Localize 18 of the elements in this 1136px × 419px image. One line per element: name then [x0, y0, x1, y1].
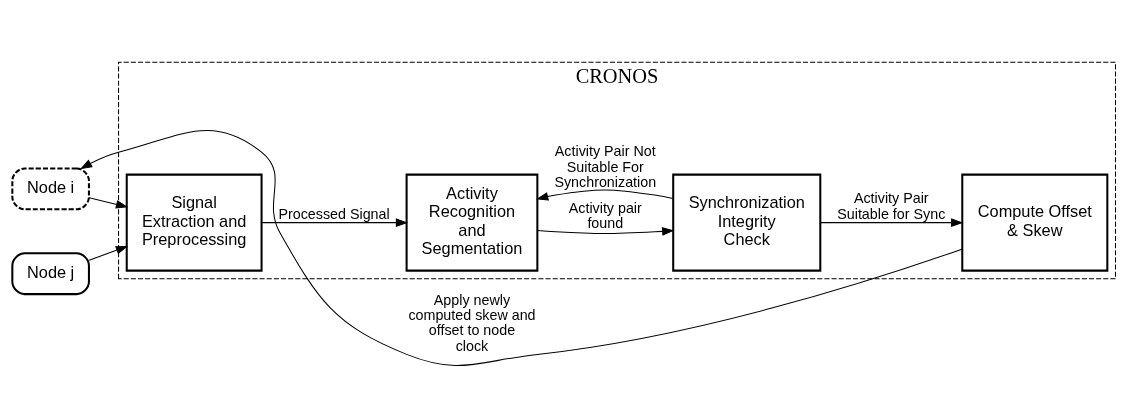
arrow — [536, 188, 674, 201]
edge-label: Activity Pair Suitable for Sync — [837, 189, 946, 222]
edge-label: Processed Signal — [278, 205, 390, 222]
node-box: Activity Recognition and Segmentation — [405, 173, 539, 272]
edge-label: Apply newly computed skew and offset to node clock — [408, 291, 536, 354]
node-box: Node j — [11, 251, 90, 295]
node-box: Compute Offset & Skew — [961, 173, 1109, 272]
arrow — [88, 196, 129, 208]
edge-label: Activity Pair Not Suitable For Synchronization — [554, 142, 657, 190]
arrow — [88, 245, 129, 261]
arrow — [819, 217, 964, 227]
edge-label: Activity pair found — [568, 199, 642, 231]
arrow — [261, 217, 409, 227]
node-box: Signal Extraction and Preprocessing — [125, 173, 263, 272]
arrow — [79, 129, 963, 366]
arrow — [537, 226, 675, 236]
node-box: Node i — [11, 166, 90, 210]
node-box: Synchronization Integrity Check — [672, 173, 822, 272]
